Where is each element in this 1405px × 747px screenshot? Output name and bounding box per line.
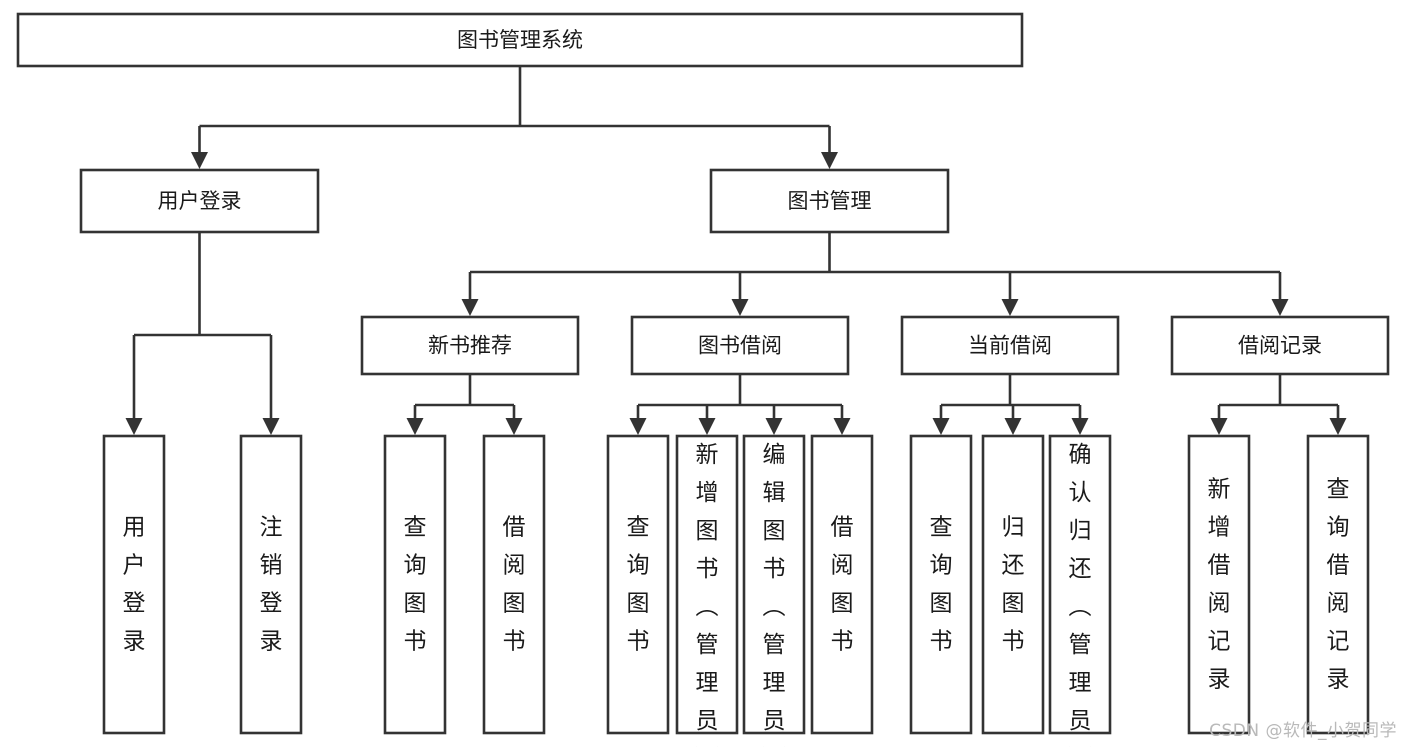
arrow-head-icon bbox=[1071, 418, 1089, 435]
node-label-leaf-query-record: 查询借阅记录 bbox=[1327, 477, 1350, 693]
arrow-head-icon bbox=[1210, 418, 1228, 435]
node-leaf-logout[interactable]: 注销登录 bbox=[239, 434, 303, 735]
node-box-leaf-add-record bbox=[1187, 434, 1251, 735]
arrow-head-icon bbox=[1271, 299, 1289, 316]
node-borrow-record[interactable]: 借阅记录 bbox=[1170, 315, 1390, 376]
arrow-head-icon bbox=[125, 418, 143, 435]
arrow-head-icon bbox=[191, 152, 208, 169]
connectors-root-to-level2 bbox=[191, 66, 838, 169]
connectors-bookmanage-to-level3 bbox=[461, 232, 1289, 316]
node-label-leaf-logout: 注销登录 bbox=[260, 515, 283, 655]
node-label-root: 图书管理系统 bbox=[457, 28, 583, 52]
node-leaf-add-record[interactable]: 新增借阅记录 bbox=[1187, 434, 1251, 735]
node-label-leaf-query-book-c: 查询图书 bbox=[930, 515, 953, 655]
connectors-new-book-rec-to-leaves bbox=[406, 374, 523, 435]
node-leaf-add-book[interactable]: 新增图书︵管理员︶ bbox=[675, 434, 739, 747]
node-box-leaf-query-book-b bbox=[606, 434, 670, 735]
node-label-new-book-rec: 新书推荐 bbox=[428, 334, 512, 358]
node-box-leaf-edit-book bbox=[742, 434, 806, 735]
node-box-book-manage bbox=[709, 168, 950, 234]
node-book-borrow[interactable]: 图书借阅 bbox=[630, 315, 850, 376]
node-label-user-login: 用户登录 bbox=[158, 189, 242, 213]
node-leaf-confirm-return[interactable]: 确认归还︵管理员︶ bbox=[1048, 434, 1112, 747]
node-box-leaf-logout bbox=[239, 434, 303, 735]
node-box-new-book-rec bbox=[360, 315, 580, 376]
node-label-leaf-query-book-b: 查询图书 bbox=[627, 515, 650, 655]
arrow-head-icon bbox=[262, 418, 280, 435]
node-label-leaf-borrow-book-b: 借阅图书 bbox=[831, 515, 854, 655]
node-label-leaf-borrow-book-rec: 借阅图书 bbox=[503, 515, 526, 655]
node-leaf-borrow-book-b[interactable]: 借阅图书 bbox=[810, 434, 874, 735]
node-user-login[interactable]: 用户登录 bbox=[79, 168, 320, 234]
node-leaf-query-book-rec[interactable]: 查询图书 bbox=[383, 434, 447, 735]
arrow-head-icon bbox=[461, 299, 479, 316]
node-current-borrow[interactable]: 当前借阅 bbox=[900, 315, 1120, 376]
node-label-current-borrow: 当前借阅 bbox=[968, 334, 1052, 358]
node-label-book-borrow: 图书借阅 bbox=[698, 334, 782, 358]
node-leaf-borrow-book-rec[interactable]: 借阅图书 bbox=[482, 434, 546, 735]
node-leaf-user-login[interactable]: 用户登录 bbox=[102, 434, 166, 735]
node-label-leaf-add-record: 新增借阅记录 bbox=[1208, 477, 1231, 693]
arrow-head-icon bbox=[932, 418, 950, 435]
node-box-leaf-confirm-return bbox=[1048, 434, 1112, 735]
node-label-leaf-confirm-return: 确认归还︵管理员︶ bbox=[1069, 442, 1092, 747]
node-label-book-manage: 图书管理 bbox=[788, 189, 872, 213]
node-box-leaf-borrow-book-rec bbox=[482, 434, 546, 735]
node-label-borrow-record: 借阅记录 bbox=[1238, 334, 1322, 358]
node-leaf-edit-book[interactable]: 编辑图书︵管理员︶ bbox=[742, 434, 806, 747]
arrow-head-icon bbox=[821, 152, 838, 169]
node-box-leaf-add-book bbox=[675, 434, 739, 735]
node-box-leaf-query-book-rec bbox=[383, 434, 447, 735]
node-box-leaf-borrow-book-b bbox=[810, 434, 874, 735]
arrow-head-icon bbox=[765, 418, 783, 435]
node-new-book-rec[interactable]: 新书推荐 bbox=[360, 315, 580, 376]
node-leaf-query-book-b[interactable]: 查询图书 bbox=[606, 434, 670, 735]
node-root[interactable]: 图书管理系统 bbox=[16, 12, 1024, 68]
node-label-leaf-user-login: 用户登录 bbox=[123, 515, 146, 655]
node-box-leaf-query-record bbox=[1306, 434, 1370, 735]
arrow-head-icon bbox=[629, 418, 647, 435]
arrow-head-icon bbox=[833, 418, 851, 435]
arrow-head-icon bbox=[1329, 418, 1347, 435]
node-box-root bbox=[16, 12, 1024, 68]
node-box-leaf-query-book-c bbox=[909, 434, 973, 735]
node-box-leaf-user-login bbox=[102, 434, 166, 735]
node-leaf-return-book[interactable]: 归还图书 bbox=[981, 434, 1045, 735]
node-book-manage[interactable]: 图书管理 bbox=[709, 168, 950, 234]
node-leaf-query-book-c[interactable]: 查询图书 bbox=[909, 434, 973, 735]
connectors-user-login-to-leaves bbox=[125, 232, 280, 435]
connectors-book-borrow-to-leaves bbox=[629, 374, 851, 435]
node-leaf-query-record[interactable]: 查询借阅记录 bbox=[1306, 434, 1370, 735]
node-label-leaf-return-book: 归还图书 bbox=[1002, 515, 1025, 655]
arrow-head-icon bbox=[505, 418, 523, 435]
node-label-leaf-query-book-rec: 查询图书 bbox=[404, 515, 427, 655]
connectors-borrow-record-to-leaves bbox=[1210, 374, 1347, 435]
connectors-layer bbox=[125, 66, 1347, 435]
arrow-head-icon bbox=[1001, 299, 1019, 316]
arrow-head-icon bbox=[731, 299, 749, 316]
node-box-borrow-record bbox=[1170, 315, 1390, 376]
arrow-head-icon bbox=[1004, 418, 1022, 435]
node-box-leaf-return-book bbox=[981, 434, 1045, 735]
arrow-head-icon bbox=[406, 418, 424, 435]
nodes-layer: 图书管理系统用户登录图书管理新书推荐图书借阅当前借阅借阅记录用户登录注销登录查询… bbox=[16, 12, 1390, 747]
node-label-leaf-add-book: 新增图书︵管理员︶ bbox=[696, 442, 719, 747]
node-box-book-borrow bbox=[630, 315, 850, 376]
node-box-user-login bbox=[79, 168, 320, 234]
connectors-current-borrow-to-leaves bbox=[932, 374, 1089, 435]
arrow-head-icon bbox=[698, 418, 716, 435]
node-box-current-borrow bbox=[900, 315, 1120, 376]
